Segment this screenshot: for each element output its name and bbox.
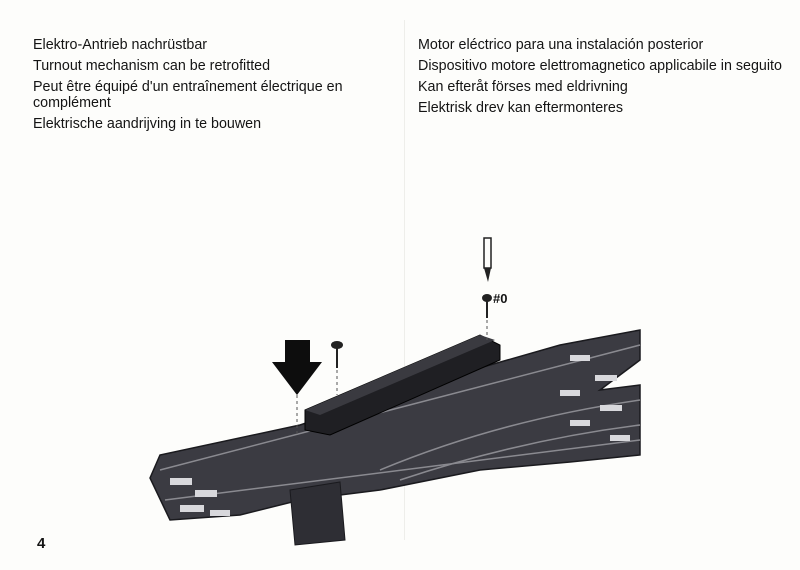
text-dutch: Elektrische aandrijving in te bouwen — [33, 116, 262, 132]
text-french: Peut être équipé d'un entraînement élect… — [33, 79, 343, 111]
text-german: Elektro-Antrieb nachrüstbar — [33, 37, 208, 53]
text-spanish: Motor eléctrico para una instalación pos… — [418, 37, 704, 53]
turnout-track — [149, 329, 641, 546]
page-number: 4 — [37, 535, 46, 552]
text-danish: Elektrisk drev kan eftermonteres — [418, 100, 624, 116]
motor-housing — [304, 334, 501, 436]
text-english: Turnout mechanism can be retrofitted — [33, 58, 271, 74]
page-fold — [404, 20, 405, 540]
screwdriver-icon — [483, 237, 492, 282]
screw-icon — [482, 294, 492, 340]
instructions-left-column: Elektro-Antrieb nachrüstbar Turnout mech… — [33, 37, 403, 137]
screw-icon — [331, 341, 343, 395]
arrow-down-icon — [272, 340, 322, 435]
screw-size-label: #0 — [493, 291, 508, 306]
text-italian: Dispositivo motore elettromagnetico appl… — [418, 58, 782, 74]
instructions-right-column: Motor eléctrico para una instalación pos… — [418, 37, 788, 121]
text-swedish: Kan efteråt förses med eldrivning — [418, 79, 628, 95]
